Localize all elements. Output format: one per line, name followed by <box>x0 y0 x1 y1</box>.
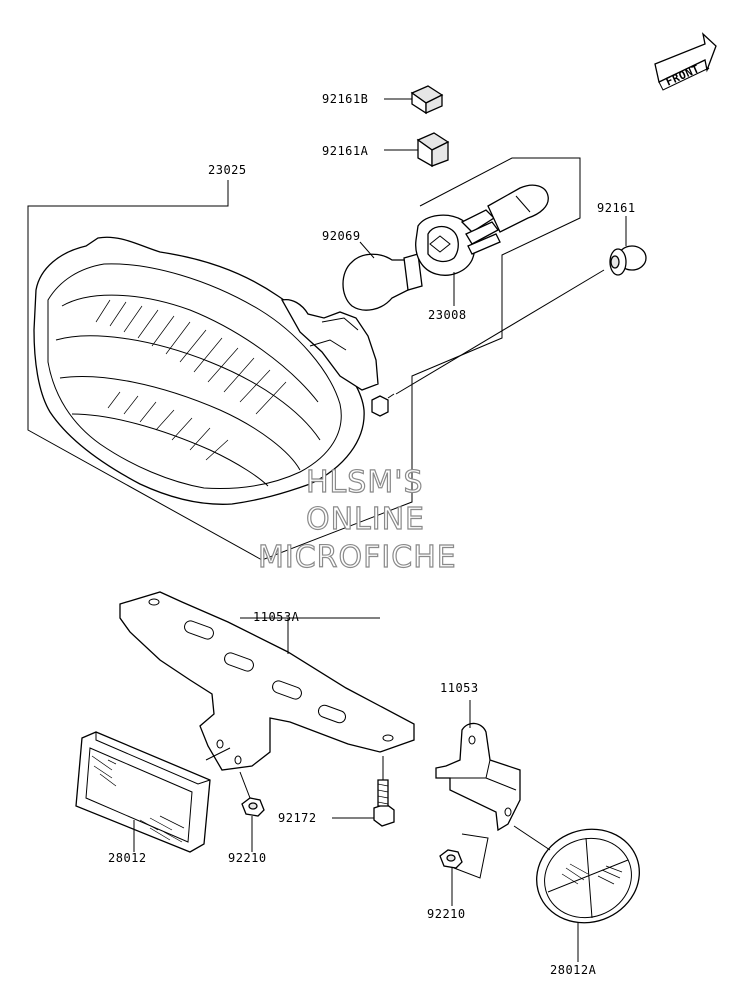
bracket-11053-icon <box>435 700 521 832</box>
reflector-28012-icon <box>75 731 231 853</box>
watermark-line-2: ONLINE <box>306 502 425 537</box>
front-arrow-badge: FRONT <box>654 32 717 91</box>
label-92210-right: 92210 <box>427 907 466 921</box>
label-92069: 92069 <box>322 229 361 243</box>
label-11053: 11053 <box>440 681 479 695</box>
assembly-outline-23025 <box>27 157 581 561</box>
tail-lamp-housing <box>33 236 395 505</box>
label-28012: 28012 <box>108 851 147 865</box>
label-28012a: 28012A <box>550 963 597 977</box>
label-92172: 92172 <box>278 811 317 825</box>
label-11053a: 11053A <box>253 610 300 624</box>
nut-92210-right-icon <box>439 833 489 906</box>
label-92161: 92161 <box>597 201 636 215</box>
nut-92210-left-icon <box>239 771 265 852</box>
bolt-92172-icon <box>332 756 395 827</box>
label-92210-left: 92210 <box>228 851 267 865</box>
reflector-28012a-icon <box>513 825 640 962</box>
label-92161b: 92161B <box>322 92 368 106</box>
watermark-line-3: MICROFICHE <box>258 540 457 575</box>
label-23008: 23008 <box>428 308 467 322</box>
bracket-11053a-icon <box>119 591 415 771</box>
grommet-92161-icon <box>395 216 647 395</box>
label-92161a: 92161A <box>322 144 369 158</box>
bulb-92069-icon <box>342 241 423 311</box>
part-92161b-icon <box>384 85 444 115</box>
watermark: HLSM'S ONLINE MICROFICHE <box>257 464 457 575</box>
part-92161a-icon <box>384 132 450 168</box>
socket-23008-icon <box>415 184 549 306</box>
watermark-line-1: HLSM'S <box>306 465 424 500</box>
label-23025: 23025 <box>208 163 247 177</box>
